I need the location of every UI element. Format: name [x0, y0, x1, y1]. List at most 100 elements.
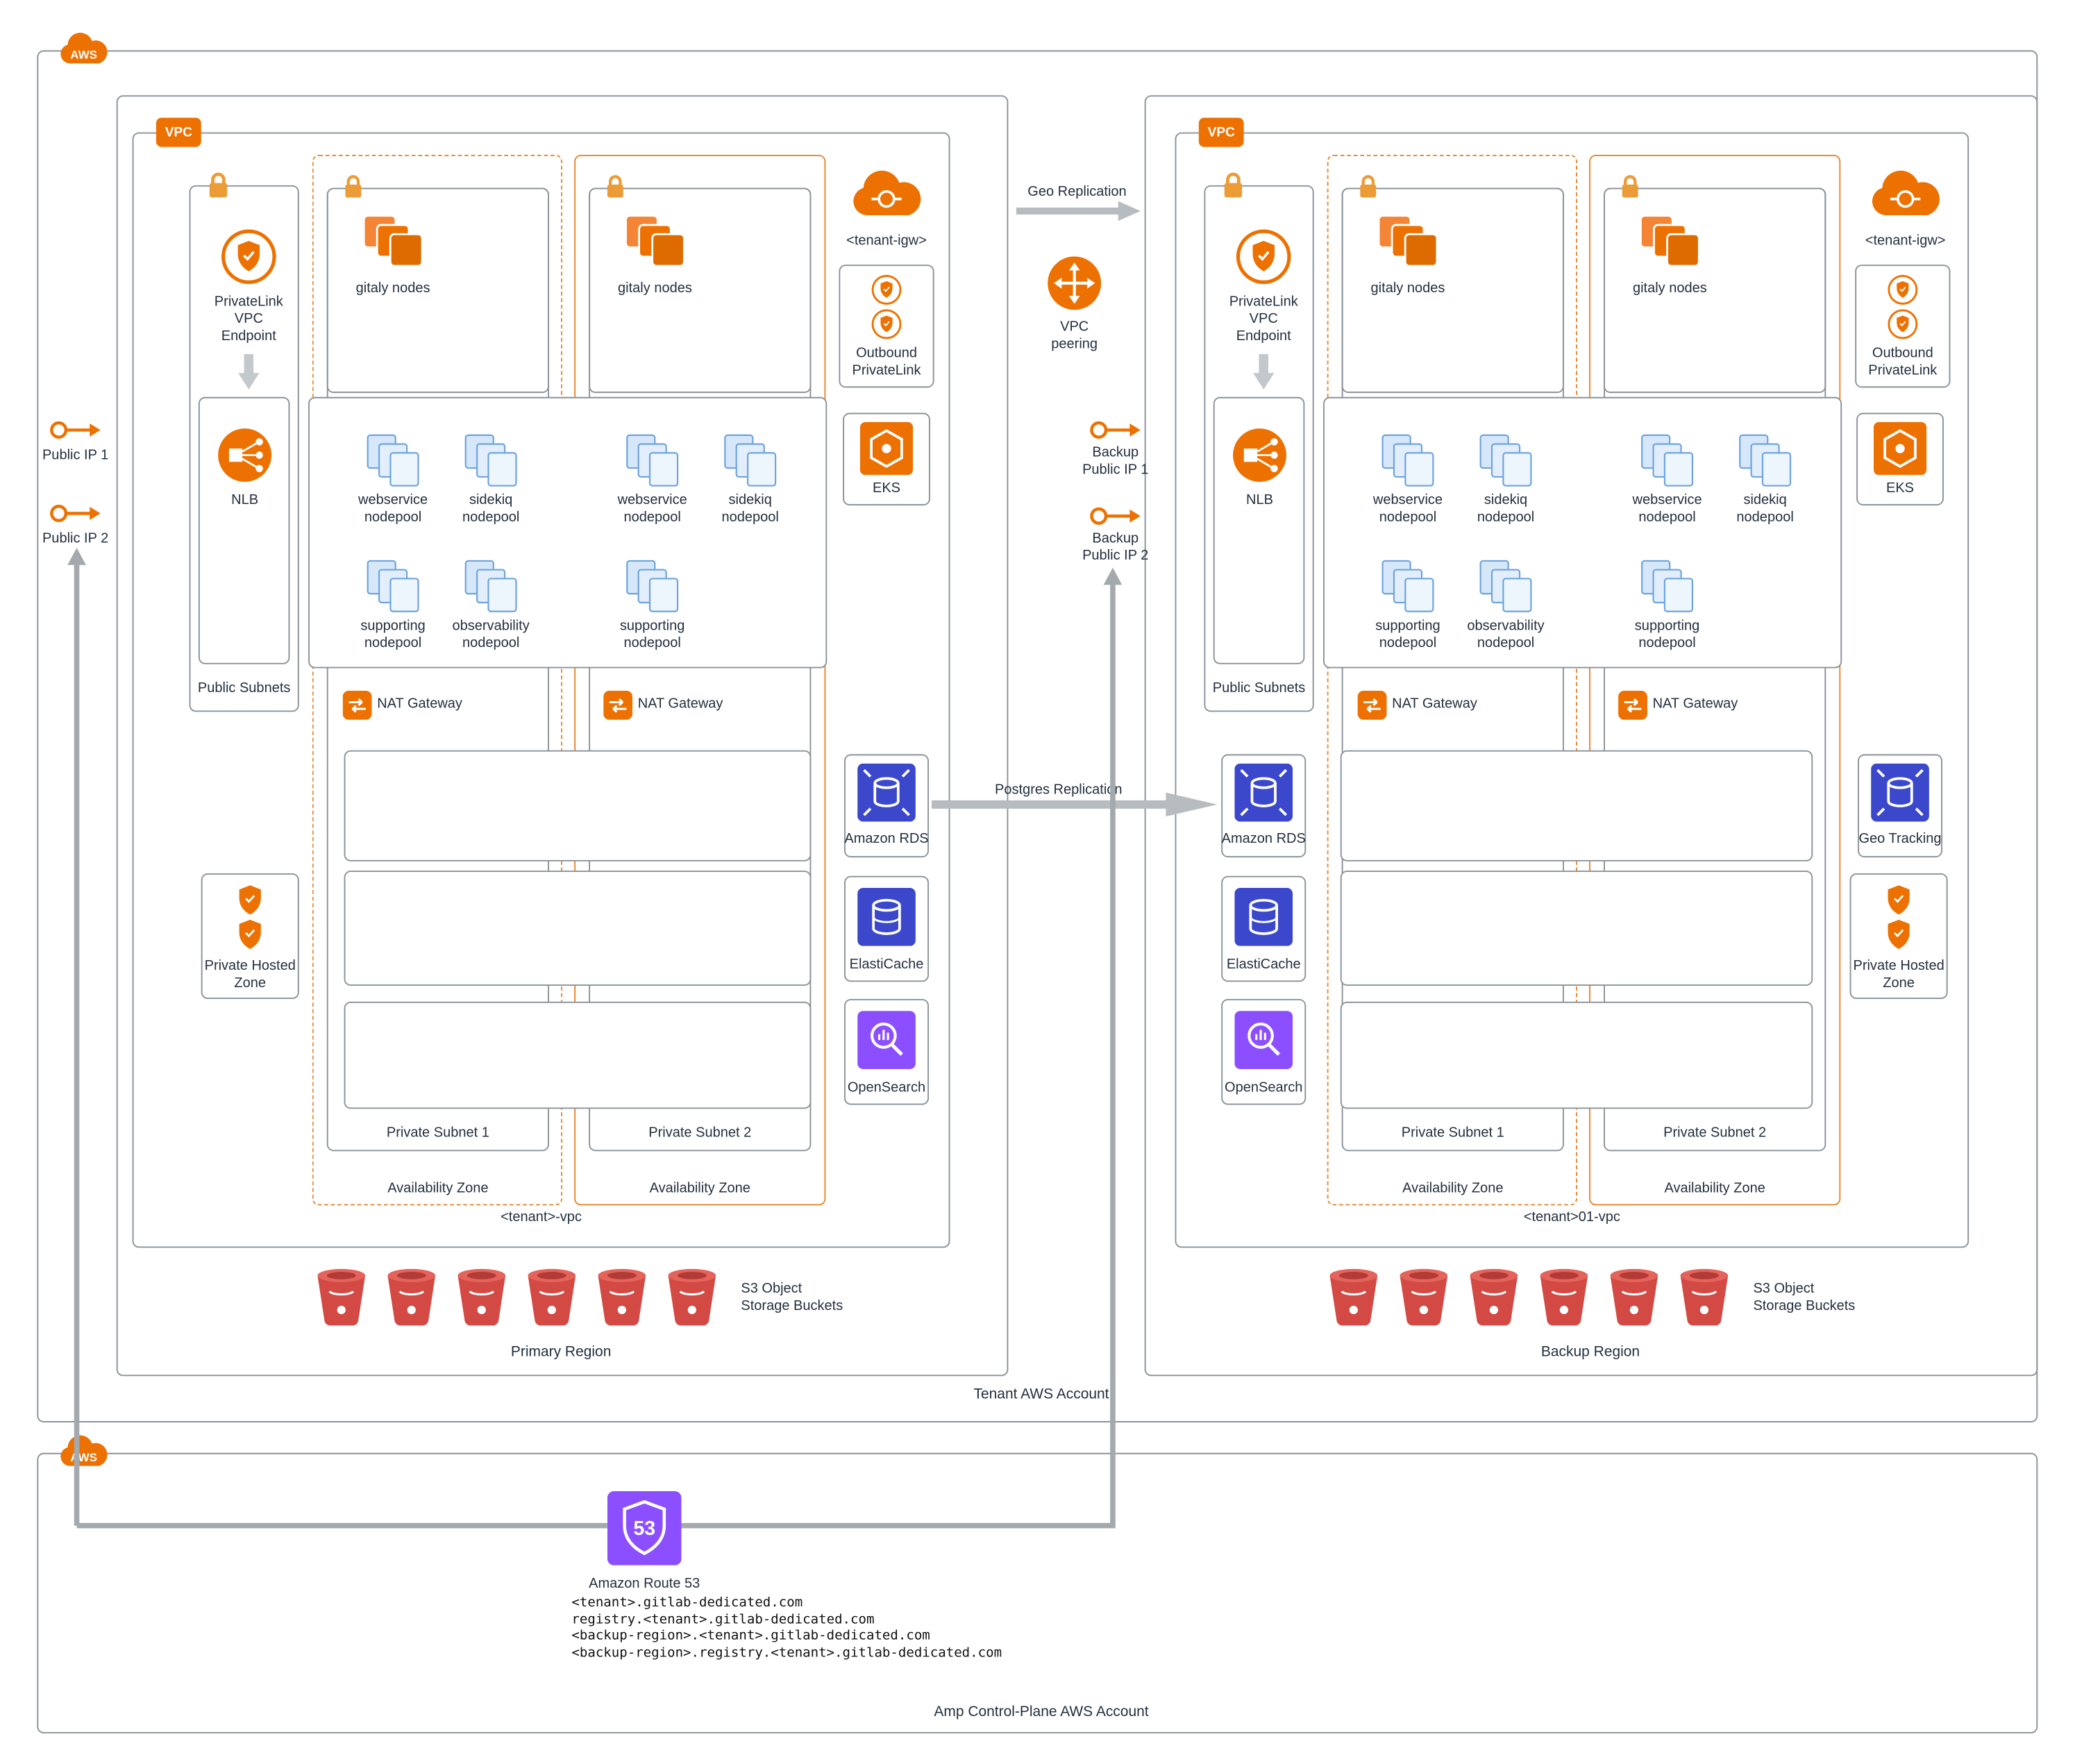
primary-internet-gateway-icon [850, 167, 924, 219]
backup-private-subnet-1-label: Private Subnet 1 [1401, 1125, 1504, 1141]
backup-privatelink-endpoint-label: PrivateLink VPC Endpoint [1229, 294, 1298, 344]
backup-rds-label: Amazon RDS [1221, 830, 1306, 847]
vpc-badge: VPC [156, 117, 201, 147]
nat-gateway-icon [1618, 691, 1647, 720]
backup-gitaly-az1-box [1341, 187, 1564, 394]
primary-gitaly-az2-label: gitaly nodes [618, 280, 692, 296]
primary-az2-label: Availability Zone [649, 1180, 750, 1197]
webservice-nodepool-label: webservice nodepool [617, 492, 687, 526]
backup-public-subnets-label: Public Subnets [1212, 680, 1306, 696]
backup-public-ip-1-label: Backup Public IP 1 [1082, 444, 1149, 478]
webservice-nodepool-icon [361, 432, 424, 488]
elasticache-icon [1234, 888, 1293, 946]
primary-az2-box [574, 155, 826, 1206]
backup-elasticache-label: ElastiCache [1226, 957, 1301, 973]
privatelink-icon [1887, 308, 1919, 340]
backup-gitaly-az2-label: gitaly nodes [1632, 280, 1707, 296]
observability-nodepool-label: observability nodepool [452, 618, 530, 651]
route53-label: Amazon Route 53 [589, 1576, 700, 1592]
sidekiq-nodepool-icon [459, 432, 522, 488]
dns-records: <tenant>.gitlab-dedicated.com registry.<… [571, 1596, 1002, 1663]
backup-az1-box [1327, 155, 1577, 1206]
control-plane-account-box [37, 1452, 2038, 1733]
backup-gitaly-az1-label: gitaly nodes [1370, 280, 1445, 296]
privatelink-icon [1887, 274, 1919, 306]
sidekiq-nodepool-icon [719, 432, 782, 488]
supporting-nodepool-label: supporting nodepool [619, 618, 685, 651]
s3-bucket-icon [453, 1265, 511, 1328]
route53-icon [607, 1491, 682, 1565]
s3-bucket-icon [663, 1265, 721, 1328]
lock-icon [342, 174, 365, 200]
primary-elasticache-label: ElastiCache [849, 957, 924, 973]
dns-connector-right-vertical [1110, 585, 1115, 1526]
s3-bucket-icon [1535, 1265, 1593, 1328]
aws-cloud-logo: AWS [58, 29, 108, 73]
supporting-nodepool-label: supporting nodepool [1634, 618, 1700, 651]
backup-gitaly-az1-icon [1375, 212, 1440, 273]
primary-outbound-privatelink-label: Outbound PrivateLink [852, 345, 921, 378]
geo-replication-label: Geo Replication [1027, 183, 1127, 200]
sidekiq-nodepool-icon [1474, 432, 1537, 488]
backup-outbound-privatelink-label: Outbound PrivateLink [1868, 345, 1938, 378]
primary-gitaly-az1-box [326, 187, 549, 394]
webservice-nodepool-icon [1376, 432, 1439, 488]
s3-bucket-icon [593, 1265, 651, 1328]
public-ip-2-label: Public IP 2 [42, 530, 109, 547]
vpc-peering-label: VPC peering [1051, 319, 1098, 352]
primary-vpc-box [132, 132, 950, 1248]
primary-nlb-box [198, 396, 290, 664]
dns-record: <backup-region>.<tenant>.gitlab-dedicate… [571, 1629, 930, 1644]
backup-geo-tracking-label: Geo Tracking [1858, 830, 1942, 847]
observability-nodepool-icon [1474, 558, 1537, 614]
primary-nat-az2-label: NAT Gateway [637, 696, 723, 712]
backup-privatelink-endpoint-icon [1234, 228, 1293, 286]
primary-nlb-icon [216, 426, 274, 485]
nat-gateway-icon [1358, 691, 1387, 720]
backup-nlb-label: NLB [1246, 492, 1273, 508]
primary-opensearch-label: OpenSearch [847, 1080, 926, 1096]
primary-hosted-zone-label: Private Hosted Zone [204, 957, 296, 991]
primary-s3-label: S3 Object Storage Buckets [741, 1281, 843, 1314]
lock-icon [1220, 171, 1246, 200]
s3-bucket-icon [312, 1265, 371, 1328]
primary-gitaly-az2-icon [622, 212, 688, 273]
supporting-nodepool-icon [1636, 558, 1699, 614]
aws-cloud-logo: AWS [58, 1431, 108, 1475]
opensearch-icon [857, 1011, 916, 1069]
hosted-zone-shield-icon [237, 917, 263, 952]
supporting-nodepool-icon [621, 558, 684, 614]
postgres-replication-label: Postgres Replication [995, 782, 1123, 798]
lock-icon [1356, 174, 1380, 200]
backup-az1-label: Availability Zone [1402, 1180, 1504, 1197]
backup-nlb-box [1213, 396, 1305, 664]
primary-public-subnets-label: Public Subnets [197, 680, 291, 696]
backup-hosted-zone-label: Private Hosted Zone [1853, 957, 1944, 991]
backup-internet-gateway-label: <tenant-igw> [1865, 233, 1946, 249]
s3-bucket-icon [1325, 1265, 1383, 1328]
webservice-nodepool-label: webservice nodepool [358, 492, 428, 526]
primary-internet-gateway-label: <tenant-igw> [846, 233, 927, 249]
backup-nlb-icon [1231, 426, 1289, 485]
public-ip-2-icon [49, 501, 102, 525]
backup-region-label: Backup Region [1540, 1344, 1640, 1361]
s3-bucket-icon [523, 1265, 581, 1328]
dns-connector-left-arrowhead [67, 548, 86, 565]
s3-bucket-icon [383, 1265, 441, 1328]
tenant-aws-account-label: Tenant AWS Account [973, 1386, 1109, 1403]
eks-icon [860, 422, 913, 475]
lock-icon [1618, 174, 1642, 200]
down-arrow-icon [238, 352, 259, 392]
geo-replication-arrow [1016, 201, 1141, 221]
primary-eks-label: EKS [872, 480, 901, 496]
primary-db-band-2 [344, 871, 812, 986]
sidekiq-nodepool-label: sidekiq nodepool [1736, 492, 1794, 526]
vpc-peering-icon [1045, 254, 1104, 312]
backup-public-ip-2-label: Backup Public IP 2 [1082, 530, 1149, 564]
hosted-zone-shield-icon [1885, 882, 1912, 917]
primary-nlb-label: NLB [231, 492, 259, 508]
lock-icon [205, 171, 231, 200]
backup-public-ip-2-icon [1089, 504, 1142, 528]
backup-s3-label: S3 Object Storage Buckets [1753, 1281, 1856, 1314]
geo-tracking-icon [1871, 764, 1929, 822]
